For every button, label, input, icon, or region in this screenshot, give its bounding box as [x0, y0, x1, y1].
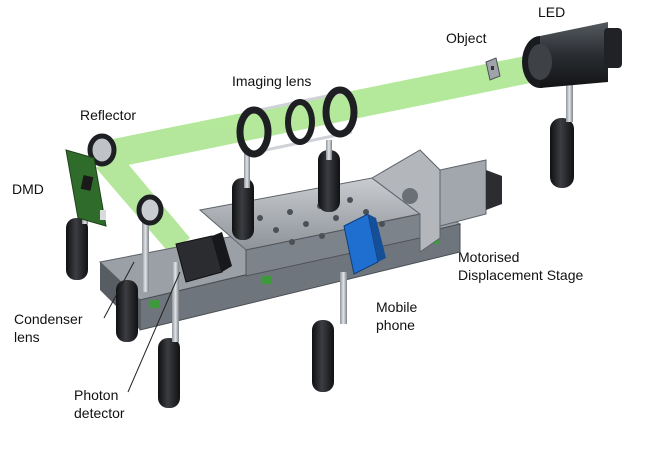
label-stage-line1: Motorised — [458, 249, 519, 265]
dmd-board — [65, 149, 107, 227]
object-sample — [485, 57, 501, 81]
label-photon-line1: Photon — [74, 387, 118, 403]
label-photon-line2: detector — [74, 405, 125, 421]
label-condenser-line2: lens — [14, 329, 40, 345]
label-led: LED — [538, 4, 565, 20]
label-stage-line2: Displacement Stage — [458, 267, 584, 283]
mobile-phone — [343, 213, 386, 275]
label-mobile-line1: Mobile — [376, 299, 417, 315]
photon-detector — [175, 232, 232, 283]
reflector-mirror — [87, 133, 117, 167]
label-imaging-lens: Imaging lens — [232, 73, 311, 89]
condenser-lens — [136, 194, 164, 226]
leader-lines — [103, 261, 181, 393]
label-object: Object — [446, 30, 487, 46]
led-source — [522, 22, 622, 88]
imaging-lens-assembly — [236, 86, 358, 158]
label-reflector: Reflector — [80, 107, 136, 123]
label-mobile-line2: phone — [376, 317, 415, 333]
label-condenser-line1: Condenser — [14, 311, 83, 327]
mount-posts — [66, 118, 574, 408]
label-dmd: DMD — [12, 181, 44, 197]
